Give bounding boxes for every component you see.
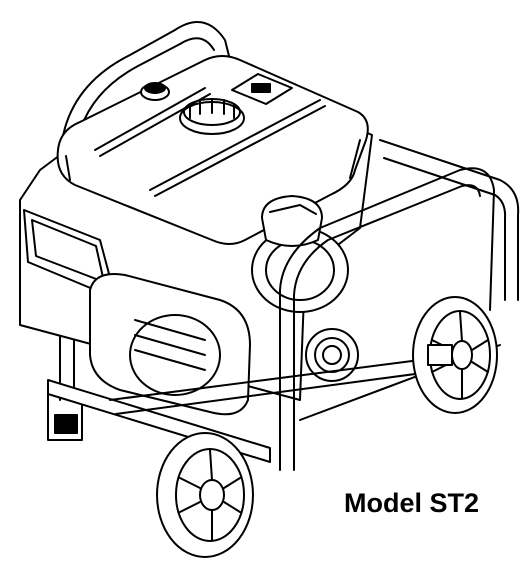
foot-icon (47, 394, 83, 441)
frame-side-icon (379, 139, 520, 301)
priming-cap-icon (261, 195, 323, 247)
model-caption: Model ST2 (344, 488, 480, 518)
switch-panel-icon (231, 73, 293, 105)
cover-groove-icon (94, 87, 321, 191)
outlet-icon (305, 328, 359, 382)
front-frame-icon (279, 167, 495, 471)
